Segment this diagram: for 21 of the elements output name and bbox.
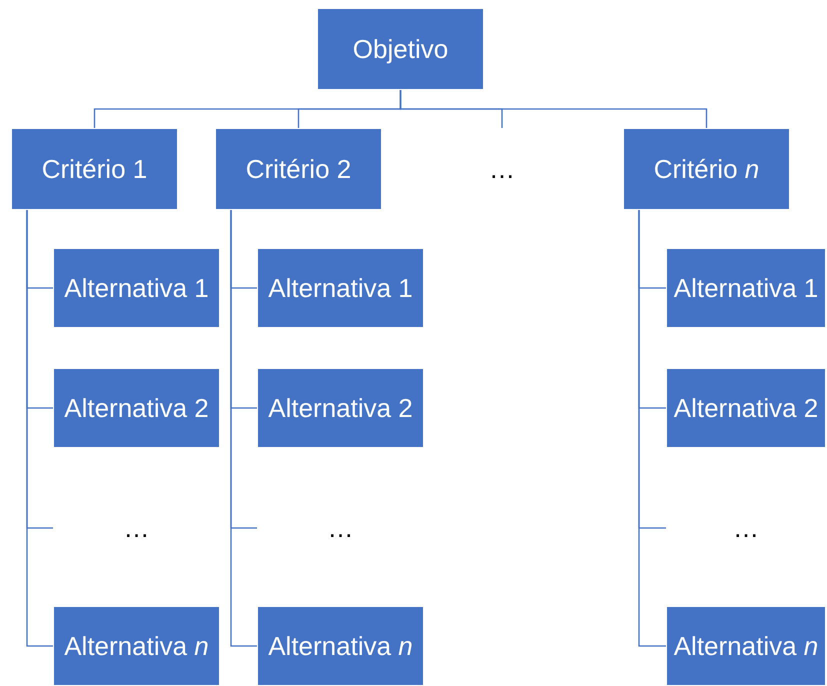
connector-line <box>230 210 257 647</box>
hierarchy-box: Alternativa n <box>257 606 424 686</box>
ellipsis-text: … <box>257 488 424 568</box>
ellipsis-text: … <box>666 488 826 568</box>
hierarchy-box: Alternativa 2 <box>257 368 424 448</box>
hierarchy-box: Alternativa 2 <box>666 368 826 448</box>
hierarchy-box: Alternativa n <box>666 606 826 686</box>
ellipsis-text: … <box>452 128 552 210</box>
hierarchy-box: Alternativa 1 <box>53 248 220 328</box>
connector-line <box>26 210 53 647</box>
hierarchy-box: Critério n <box>623 128 790 210</box>
hierarchy-box: Objetivo <box>317 8 484 90</box>
connector-line <box>400 90 708 128</box>
hierarchy-box: Critério 1 <box>11 128 178 210</box>
hierarchy-box: Alternativa 2 <box>53 368 220 448</box>
ellipsis-text: … <box>53 488 220 568</box>
hierarchy-box: Alternativa 1 <box>666 248 826 328</box>
connector-line <box>638 210 666 647</box>
hierarchy-box: Alternativa n <box>53 606 220 686</box>
hierarchy-box: Critério 2 <box>215 128 382 210</box>
hierarchy-box: Alternativa 1 <box>257 248 424 328</box>
